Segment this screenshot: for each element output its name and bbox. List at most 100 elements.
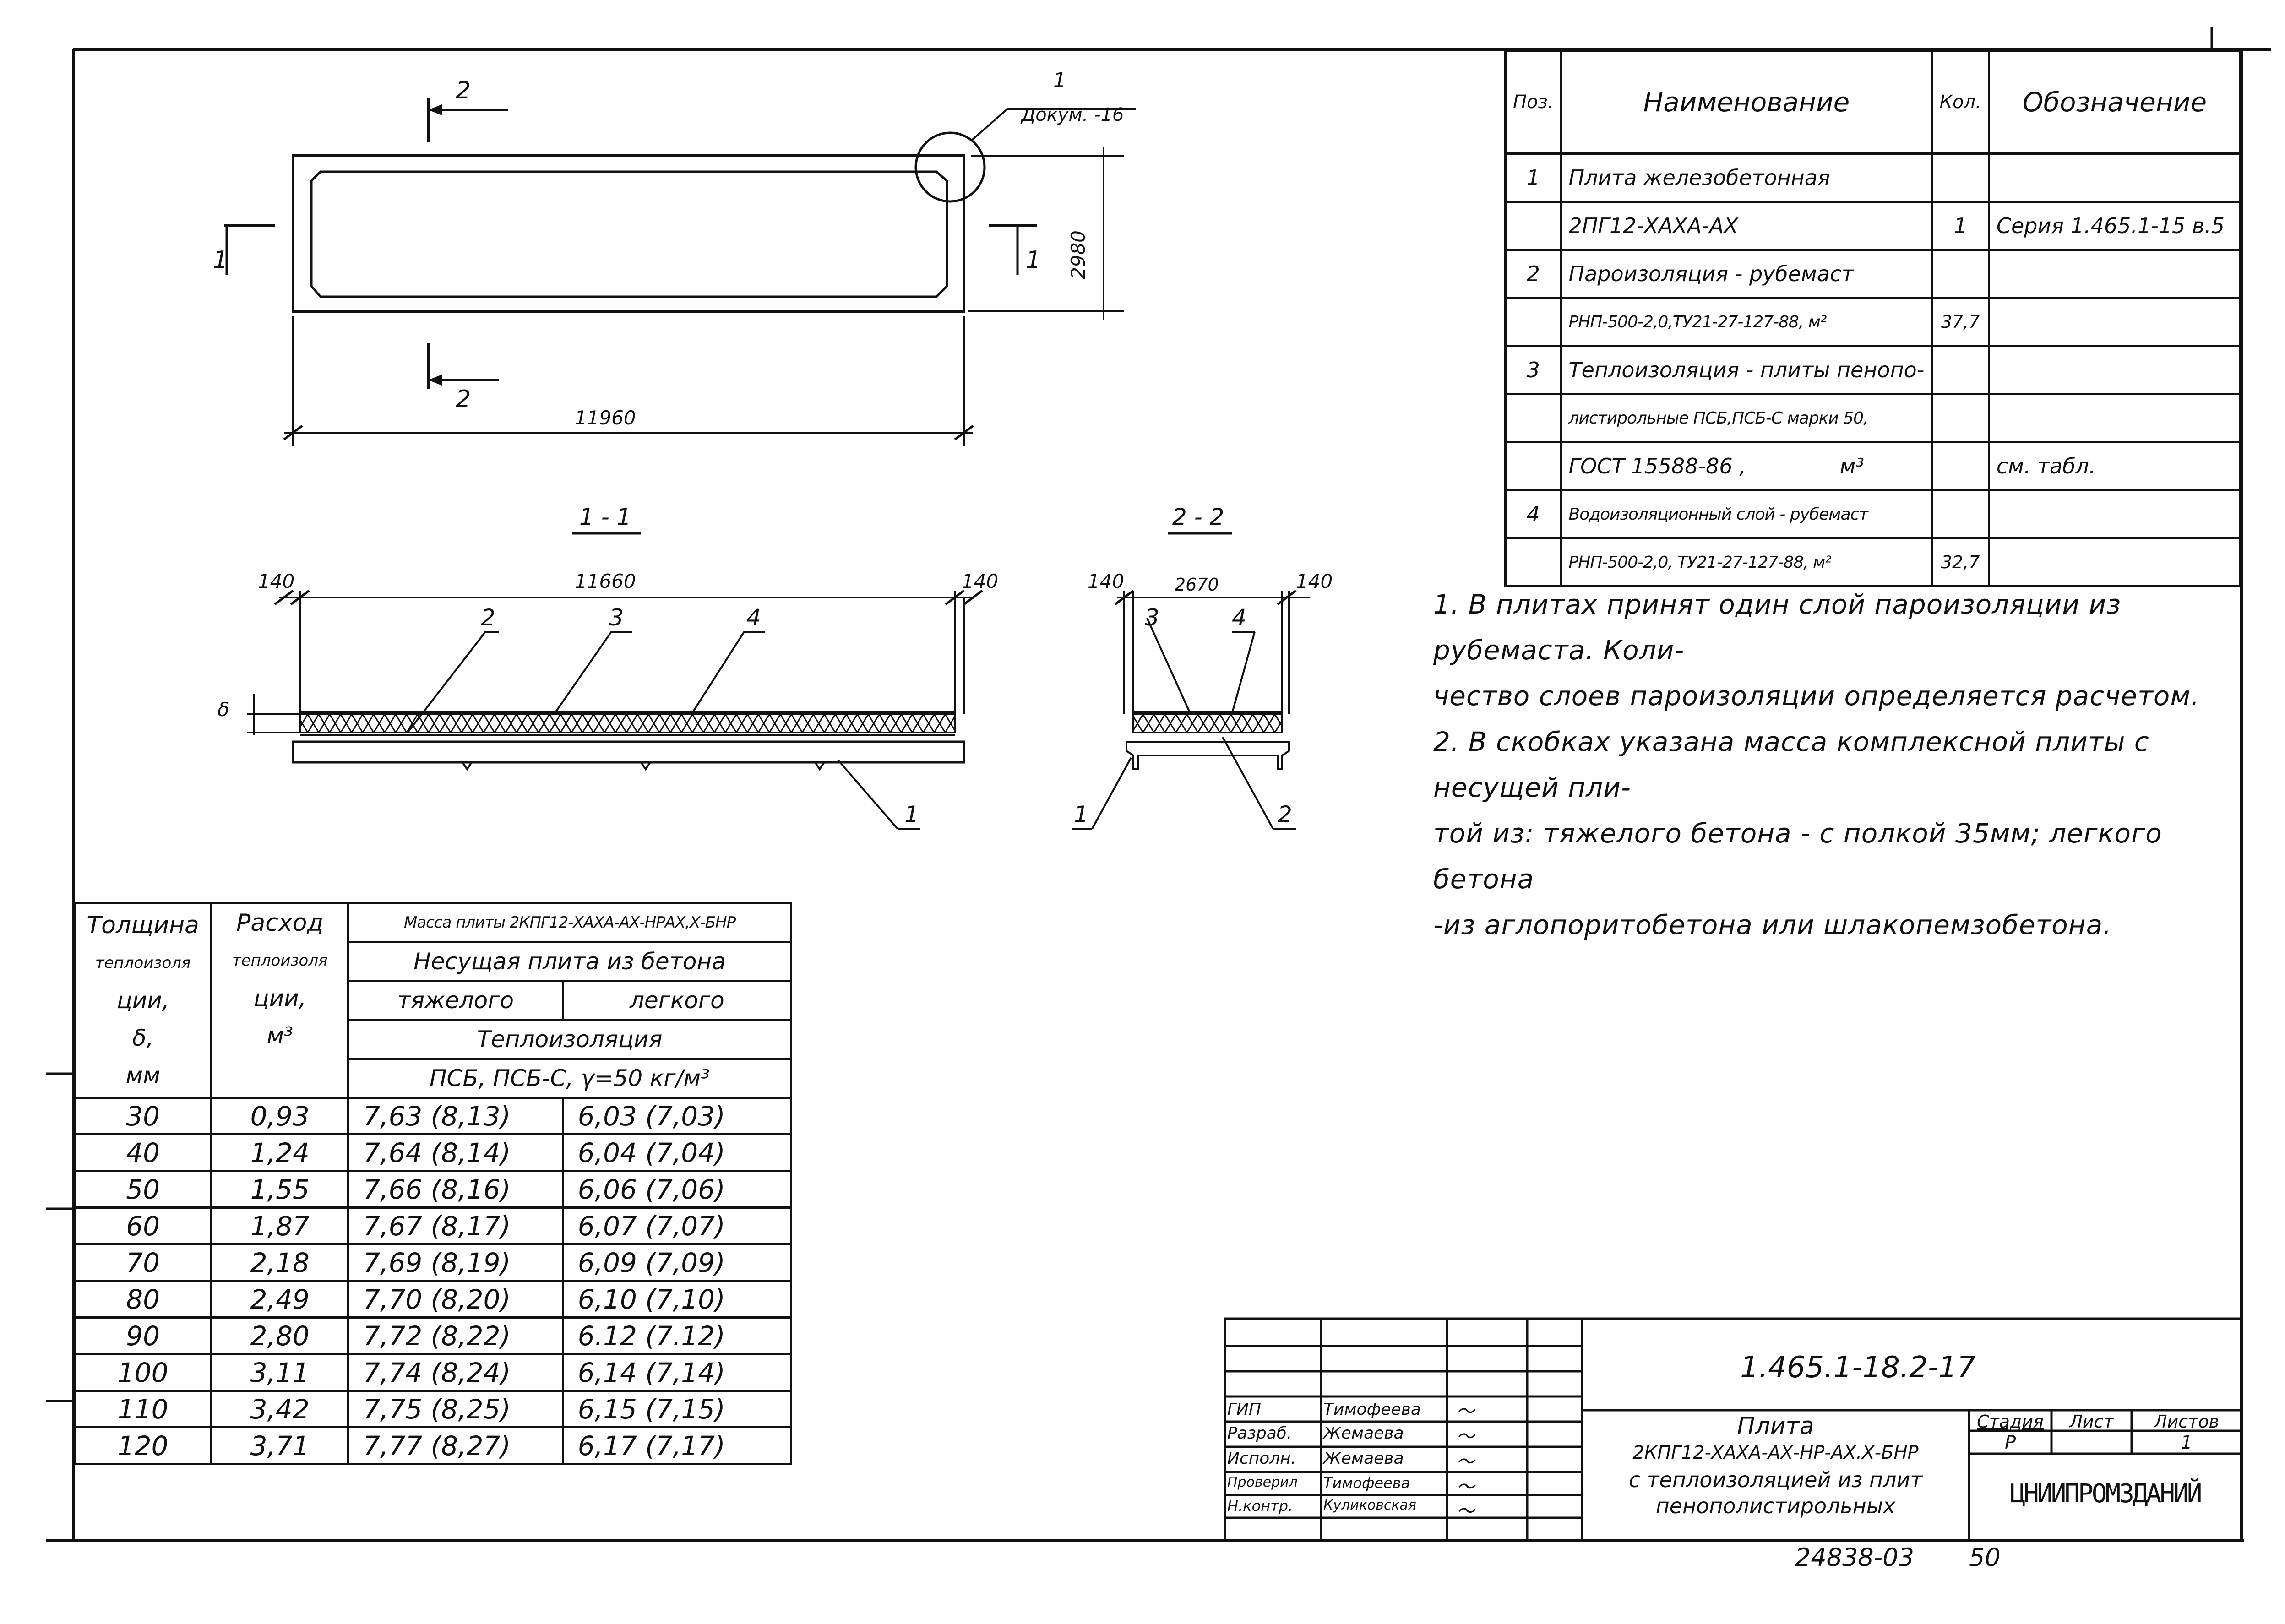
table-row: листирольные ПСБ,ПСБ-С марки 50,: [1504, 393, 2242, 443]
section-2-2-dim-mid: 2670: [1175, 575, 1219, 595]
signature: 〜: [1456, 1401, 1474, 1422]
spec-pos: 3: [1504, 345, 1562, 395]
title-block-role: Н.контр.: [1227, 1497, 1293, 1515]
light-mass-cell: 6,07 (7,07): [561, 1206, 793, 1245]
light-mass-cell: 6,04 (7,04): [561, 1133, 793, 1172]
section-1-1-delta: δ: [218, 698, 229, 721]
section-2-2-leader-1: 1: [1074, 801, 1088, 828]
spec-qty: [1931, 152, 1990, 203]
drawing-title-line: Плита: [1737, 1412, 1814, 1440]
mass-header-row: ПСБ, ПСБ-С, γ=50 кг/м³: [75, 1058, 792, 1099]
section-1-1-dim-right: 140: [962, 570, 999, 592]
consumption-cell: 1,24: [210, 1133, 350, 1172]
plan-detail-ref-label: 1: [1053, 69, 1066, 92]
heavy-mass-cell: 7,63 (8,13): [347, 1097, 564, 1135]
header-line: ции,: [116, 987, 169, 1014]
thickness-cell: 40: [73, 1133, 213, 1172]
title-block-person: Жемаева: [1323, 1424, 1404, 1443]
thickness-cell: 80: [73, 1280, 213, 1319]
stage-header: Стадия: [1977, 1412, 2044, 1432]
sheets-value: 1: [2181, 1432, 2193, 1453]
mass-header-insulation: Теплоизоляция: [347, 1019, 792, 1060]
section-2-2-drawing: [1072, 532, 1310, 830]
consumption-cell: 1,55: [210, 1170, 350, 1209]
heavy-mass-cell: 7,66 (8,16): [347, 1170, 564, 1209]
light-mass-cell: 6,09 (7,09): [561, 1243, 793, 1282]
section-1-1-leader-3: 3: [609, 604, 624, 631]
spec-qty: 37,7: [1931, 297, 1990, 347]
plan-dim-length: 11960: [575, 407, 636, 429]
note-line: 2. В скобках указана масса комплексной п…: [1433, 726, 2149, 803]
note-line: -из аглопоритобетона или шлакопемзобетон…: [1433, 909, 2112, 940]
header-line: теплоизоля: [95, 954, 191, 972]
heavy-mass-cell: 7,75 (8,25): [347, 1390, 564, 1428]
title-block-role: Разраб.: [1227, 1424, 1292, 1443]
spec-qty: 32,7: [1931, 537, 1990, 587]
spec-header-qty: Кол.: [1931, 49, 1990, 155]
spec-pos: 1: [1504, 152, 1562, 203]
drawing-code: 1.465.1-18.2-17: [1740, 1351, 1976, 1385]
title-block-person: Тимофеева: [1323, 1474, 1410, 1492]
heavy-mass-cell: 7,74 (8,24): [347, 1353, 564, 1392]
spec-designation: [1987, 537, 2242, 587]
title-block-role: Исполн.: [1227, 1449, 1296, 1468]
section-2-2-dim-left: 140: [1088, 570, 1125, 592]
spec-name: листирольные ПСБ,ПСБ-С марки 50,: [1560, 393, 1933, 443]
spec-pos: 2: [1504, 249, 1562, 299]
header-line: Расход: [236, 909, 324, 937]
light-mass-cell: 6,15 (7,15): [561, 1390, 793, 1428]
consumption-cell: 3,11: [210, 1353, 350, 1392]
heavy-mass-cell: 7,77 (8,27): [347, 1426, 564, 1465]
spec-header-pos: Поз.: [1504, 49, 1562, 155]
spec-qty: 1: [1931, 201, 1990, 251]
spec-name: РНП-500-2,0,ТУ21-27-127-88, м²: [1560, 297, 1933, 347]
mass-header-row: Несущая плита из бетона: [75, 941, 792, 982]
title-block-role: ГИП: [1227, 1400, 1262, 1419]
section-1-1-leader-4: 4: [746, 604, 761, 631]
mass-header-material: ПСБ, ПСБ-С, γ=50 кг/м³: [347, 1058, 792, 1099]
mass-table: Толщина теплоизоля ции, δ, мм Расход теп…: [73, 902, 793, 1465]
sheet-header: Лист: [2069, 1412, 2114, 1432]
section-1-1-leader-1: 1: [904, 801, 919, 828]
signature: 〜: [1456, 1477, 1474, 1498]
spec-designation: [1987, 297, 2242, 347]
spec-header-row: Поз. Наименование Кол. Обозначение: [1504, 49, 2242, 155]
signature: 〜: [1456, 1451, 1474, 1472]
consumption-cell: 1,87: [210, 1206, 350, 1245]
section-2-2-leader-3: 3: [1145, 604, 1159, 631]
title-block-person: Жемаева: [1323, 1449, 1404, 1468]
light-mass-cell: 6,14 (7,14): [561, 1353, 793, 1392]
heavy-mass-cell: 7,67 (8,17): [347, 1206, 564, 1245]
mass-header-heavy: тяжелого: [347, 980, 564, 1021]
thickness-cell: 30: [73, 1097, 213, 1135]
spec-name: Теплоизоляция - плиты пенопо-: [1560, 345, 1933, 395]
spec-pos: [1504, 441, 1562, 491]
note-line: той из: тяжелого бетона - с полкой 35мм;…: [1433, 818, 2162, 895]
spec-qty: [1931, 249, 1990, 299]
section-1-1-title: 1 - 1: [579, 504, 631, 530]
spec-designation: [1987, 345, 2242, 395]
spec-name: Пароизоляция - рубемаст: [1560, 249, 1933, 299]
title-block-person: Куликовская: [1323, 1497, 1416, 1513]
spec-pos: [1504, 537, 1562, 587]
consumption-cell: 2,80: [210, 1316, 350, 1355]
header-line: Толщина: [87, 912, 199, 939]
mass-header-mass: Масса плиты 2КПГ12-ХАХА-АХ-НРАХ,Х-БНР: [347, 902, 792, 943]
thickness-cell: 110: [73, 1390, 213, 1428]
spec-pos: [1504, 201, 1562, 251]
thickness-cell: 50: [73, 1170, 213, 1209]
title-block-person: Тимофеева: [1323, 1400, 1421, 1419]
